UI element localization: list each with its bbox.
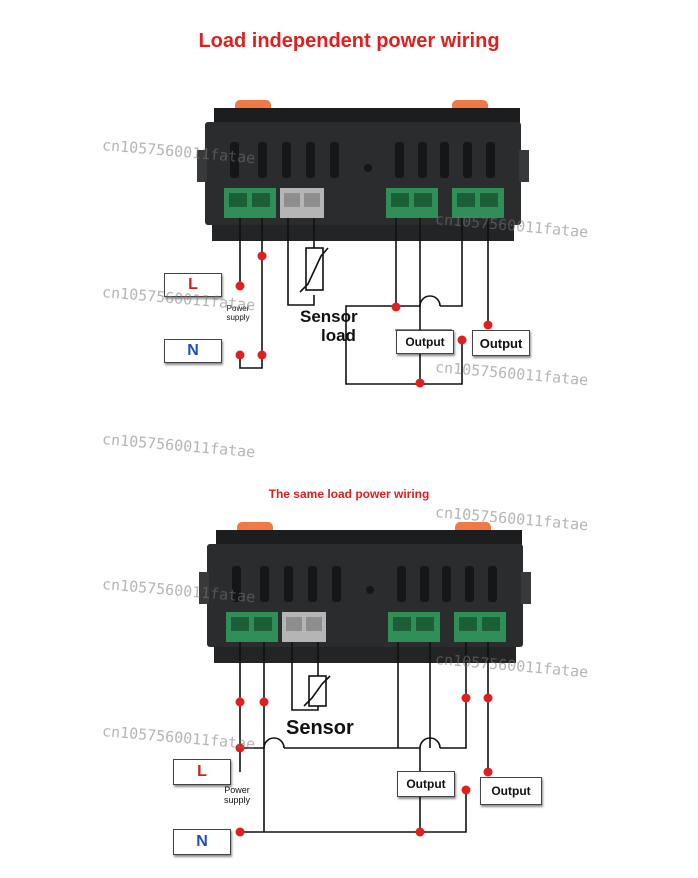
- load-label-1: load: [321, 326, 356, 345]
- thermistor-sensor-2: [303, 675, 331, 707]
- output-1b-text: Output: [479, 335, 523, 351]
- device-side-clip-left: [199, 572, 209, 604]
- device-screw: [364, 164, 372, 172]
- device-bottom-lip: [212, 225, 514, 241]
- device-side-clip-left: [197, 150, 207, 182]
- diagram-1-title: Load independent power wiring: [198, 30, 500, 52]
- device-bottom-lip: [214, 647, 516, 663]
- sensor-label-2: Sensor: [286, 717, 354, 739]
- label-L-1: L: [164, 273, 222, 297]
- device-screw: [366, 586, 374, 594]
- device-side-clip-right: [521, 572, 531, 604]
- label-L-2-text: L: [197, 763, 207, 780]
- sensor-label-1: Sensor: [300, 307, 358, 326]
- output-label-1a: Output: [396, 330, 454, 354]
- output-label-1b: Output: [472, 330, 530, 356]
- output-label-2b: Output: [480, 777, 542, 805]
- wires-1: [239, 218, 489, 385]
- output-2b-text: Output: [491, 784, 531, 798]
- controller-device-2: [199, 522, 531, 663]
- thermistor-sensor-1: [299, 247, 329, 293]
- power-supply-label-1: Power supply: [226, 304, 250, 322]
- connection-dots-1: [235, 251, 493, 388]
- label-L-1-text: L: [188, 276, 198, 293]
- label-N-2-text: N: [196, 833, 208, 850]
- label-N-1-text: N: [187, 342, 199, 359]
- label-L-2: L: [173, 759, 231, 785]
- power-supply-label-2: Power supply: [223, 785, 250, 805]
- label-N-1: N: [164, 339, 222, 363]
- controller-device-1: [197, 100, 529, 241]
- device-side-clip-right: [519, 150, 529, 182]
- connection-dots-2: [235, 693, 493, 837]
- wires-2: [239, 642, 489, 833]
- output-2a-text: Output: [406, 777, 446, 791]
- output-1a-text: Output: [405, 335, 445, 349]
- output-label-2a: Output: [397, 771, 455, 797]
- diagram-2-title: The same load power wiring: [268, 487, 430, 501]
- label-N-2: N: [173, 829, 231, 855]
